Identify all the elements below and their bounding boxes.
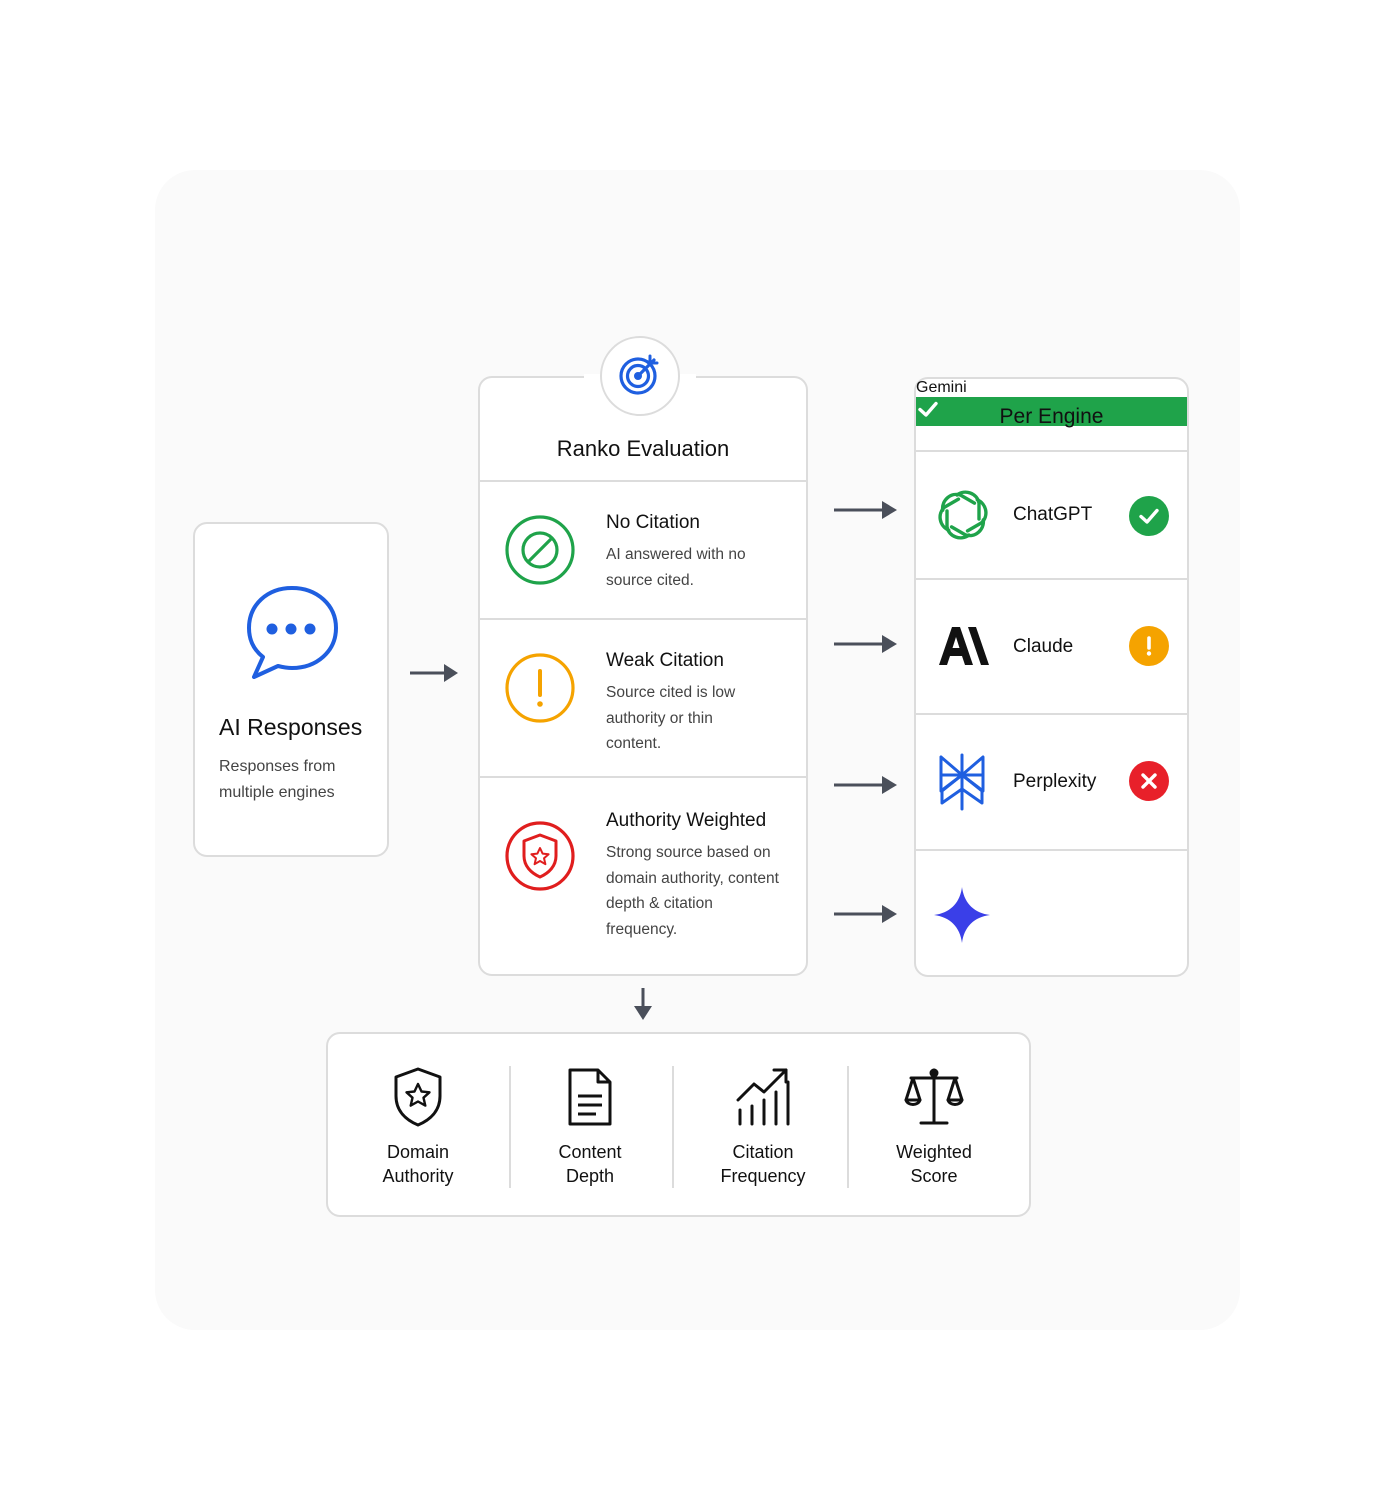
target-icon [618,352,662,401]
perplexity-logo-icon [936,753,988,816]
warning-status-icon [1129,626,1169,666]
eval-row-title: Authority Weighted [606,810,767,831]
growth-chart-icon [734,1066,792,1133]
evaluation-title: Ranko Evaluation [556,436,730,461]
factor-label: Citation Frequency [720,1142,806,1186]
eval-row-authority-weighted: Authority Weighted Strong source based o… [480,776,806,976]
divider [509,1066,511,1188]
ai-responses-card: AI Responses Responses from multiple eng… [193,522,389,857]
ai-responses-title: AI Responses [219,714,363,740]
warning-icon [504,652,576,729]
arrow-to-evaluation [410,664,458,682]
chatgpt-logo-icon [934,486,992,549]
arrow-to-chatgpt [834,501,897,519]
per-engine-card: Per Engine ChatGPT [914,377,1189,977]
per-engine-title: Per Engine [999,405,1104,428]
scoring-factors-card: Domain Authority Content Depth [326,1032,1031,1217]
scale-icon [903,1066,965,1133]
eval-row-no-citation: No Citation AI answered with no source c… [480,480,806,620]
ai-responses-subtitle: Responses from multiple engines [219,758,336,801]
engine-row-chatgpt: ChatGPT [916,450,1187,580]
eval-row-weak-citation: Weak Citation Source cited is low author… [480,618,806,778]
engine-name: Claude [1013,636,1074,657]
claude-anthropic-logo-icon [938,626,990,671]
chat-bubble-icon [245,584,340,687]
eval-row-description: Source cited is low authority or thin co… [606,684,736,752]
check-status-icon [1129,496,1169,536]
factor-citation-frequency: Citation Frequency [678,1034,848,1219]
eval-row-description: AI answered with no source cited. [606,546,746,589]
check-status-icon [916,397,1187,426]
shield-star-icon [504,820,576,897]
gemini-sparkle-icon [934,887,990,948]
factor-label: Domain Authority [382,1142,454,1186]
engine-row-perplexity: Perplexity [916,713,1187,851]
shield-star-icon [392,1066,444,1133]
arrow-to-perplexity [834,776,897,794]
arrow-to-factors [634,988,652,1020]
engine-name: Perplexity [1013,771,1097,792]
engine-name: Gemini [916,379,967,396]
target-badge [600,336,680,416]
eval-row-description: Strong source based on domain authority,… [606,844,779,938]
prohibited-icon [504,514,576,591]
eval-row-title: No Citation [606,512,700,533]
factor-domain-authority: Domain Authority [340,1034,496,1219]
factor-content-depth: Content Depth [514,1034,666,1219]
arrow-to-gemini [834,905,897,923]
document-icon [566,1066,614,1133]
divider [847,1066,849,1188]
factor-label: Weighted Score [896,1142,972,1186]
engine-row-gemini [916,849,1187,977]
factor-label: Content Depth [558,1142,622,1186]
divider [672,1066,674,1188]
arrow-to-claude [834,635,897,653]
factor-weighted-score: Weighted Score [856,1034,1012,1219]
cross-status-icon [1129,761,1169,801]
ranko-evaluation-card: Ranko Evaluation No Citation AI answered… [478,336,808,976]
engine-row-claude: Claude [916,578,1187,715]
eval-row-title: Weak Citation [606,650,724,671]
engine-name: ChatGPT [1013,504,1093,525]
